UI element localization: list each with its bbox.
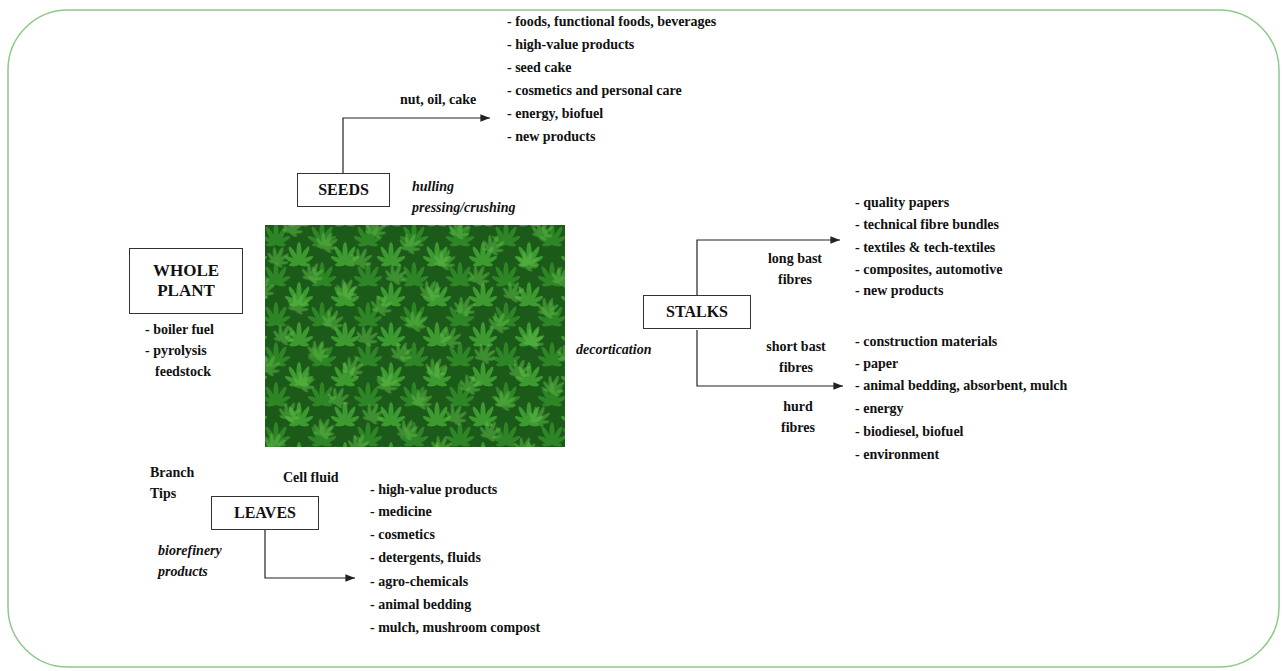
long-fibre-arrow xyxy=(697,240,840,295)
use-label: - medicine xyxy=(370,502,432,522)
seeds-arrow xyxy=(343,118,490,173)
box-label: STALKS xyxy=(666,302,728,322)
use-label: - textiles & tech-textiles xyxy=(855,238,995,258)
use-label: - pyrolysis feedstock xyxy=(145,340,240,382)
use-label: - composites, automotive xyxy=(855,260,1002,280)
use-label: - agro-chemicals xyxy=(370,572,468,592)
use-label: nut, oil, cake xyxy=(400,90,476,110)
use-label: - new products xyxy=(507,127,595,147)
use-label: short bast fibres xyxy=(754,336,838,378)
category-box: SEEDS xyxy=(297,173,390,207)
use-label: - cosmetics and personal care xyxy=(507,81,682,101)
use-label: - environment xyxy=(855,445,939,465)
branch-arrows xyxy=(265,118,843,578)
use-label: - boiler fuel xyxy=(145,320,214,340)
leaves-arrow xyxy=(265,530,355,578)
use-label: - quality papers xyxy=(855,193,949,213)
hemp-field-photo xyxy=(265,225,565,447)
category-box: STALKS xyxy=(643,295,751,329)
use-label: hurd fibres xyxy=(770,396,826,438)
use-label: - cosmetics xyxy=(370,525,435,545)
use-label: - technical fibre bundles xyxy=(855,215,999,235)
use-label: - biodiesel, biofuel xyxy=(855,422,964,442)
use-label: - high-value products xyxy=(370,480,497,500)
use-label: - new products xyxy=(855,281,943,301)
category-box: WHOLE PLANT xyxy=(129,248,243,314)
use-label: - construction materials xyxy=(855,332,997,352)
use-label: long bast fibres xyxy=(756,248,834,290)
use-label: - seed cake xyxy=(507,58,572,78)
use-label: - detergents, fluids xyxy=(370,548,481,568)
use-label: - high-value products xyxy=(507,35,634,55)
box-label: WHOLE PLANT xyxy=(138,261,234,301)
box-label: LEAVES xyxy=(234,503,296,523)
use-label: - animal bedding, absorbent, mulch xyxy=(855,376,1067,396)
use-label: - animal bedding xyxy=(370,595,471,615)
short-fibre-arrow xyxy=(697,330,843,386)
use-label: - mulch, mushroom compost xyxy=(370,618,540,638)
use-label: - energy, biofuel xyxy=(507,104,603,124)
process-label: biorefinery products xyxy=(158,540,253,582)
frame-border xyxy=(8,10,1279,667)
process-label: decortication xyxy=(576,340,651,360)
box-label: SEEDS xyxy=(318,180,369,200)
use-label: - foods, functional foods, beverages xyxy=(507,12,716,32)
use-label: Cell fluid xyxy=(283,468,339,488)
use-label: - energy xyxy=(855,399,904,419)
use-label: Branch Tips xyxy=(150,462,206,504)
process-label: hulling pressing/crushing xyxy=(412,176,542,218)
use-label: - paper xyxy=(855,354,898,374)
category-box: LEAVES xyxy=(211,496,319,530)
